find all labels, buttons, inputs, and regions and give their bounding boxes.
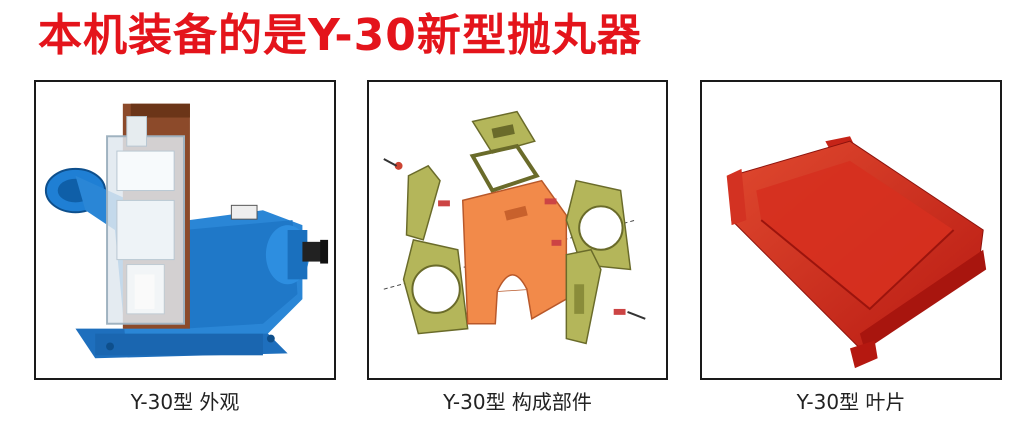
figure-components — [367, 80, 668, 380]
components-exploded-image — [383, 110, 646, 345]
page-title: 本机装备的是Y-30新型抛丸器 — [38, 10, 642, 61]
caption-components: Y-30型 构成部件 — [443, 390, 592, 414]
caption-blade: Y-30型 叶片 — [796, 390, 906, 414]
machine-exterior-image — [44, 103, 329, 359]
figure-blade — [700, 80, 1002, 380]
figure-exterior — [34, 80, 336, 380]
blade-image — [726, 136, 987, 369]
caption-exterior: Y-30型 外观 — [130, 390, 240, 414]
